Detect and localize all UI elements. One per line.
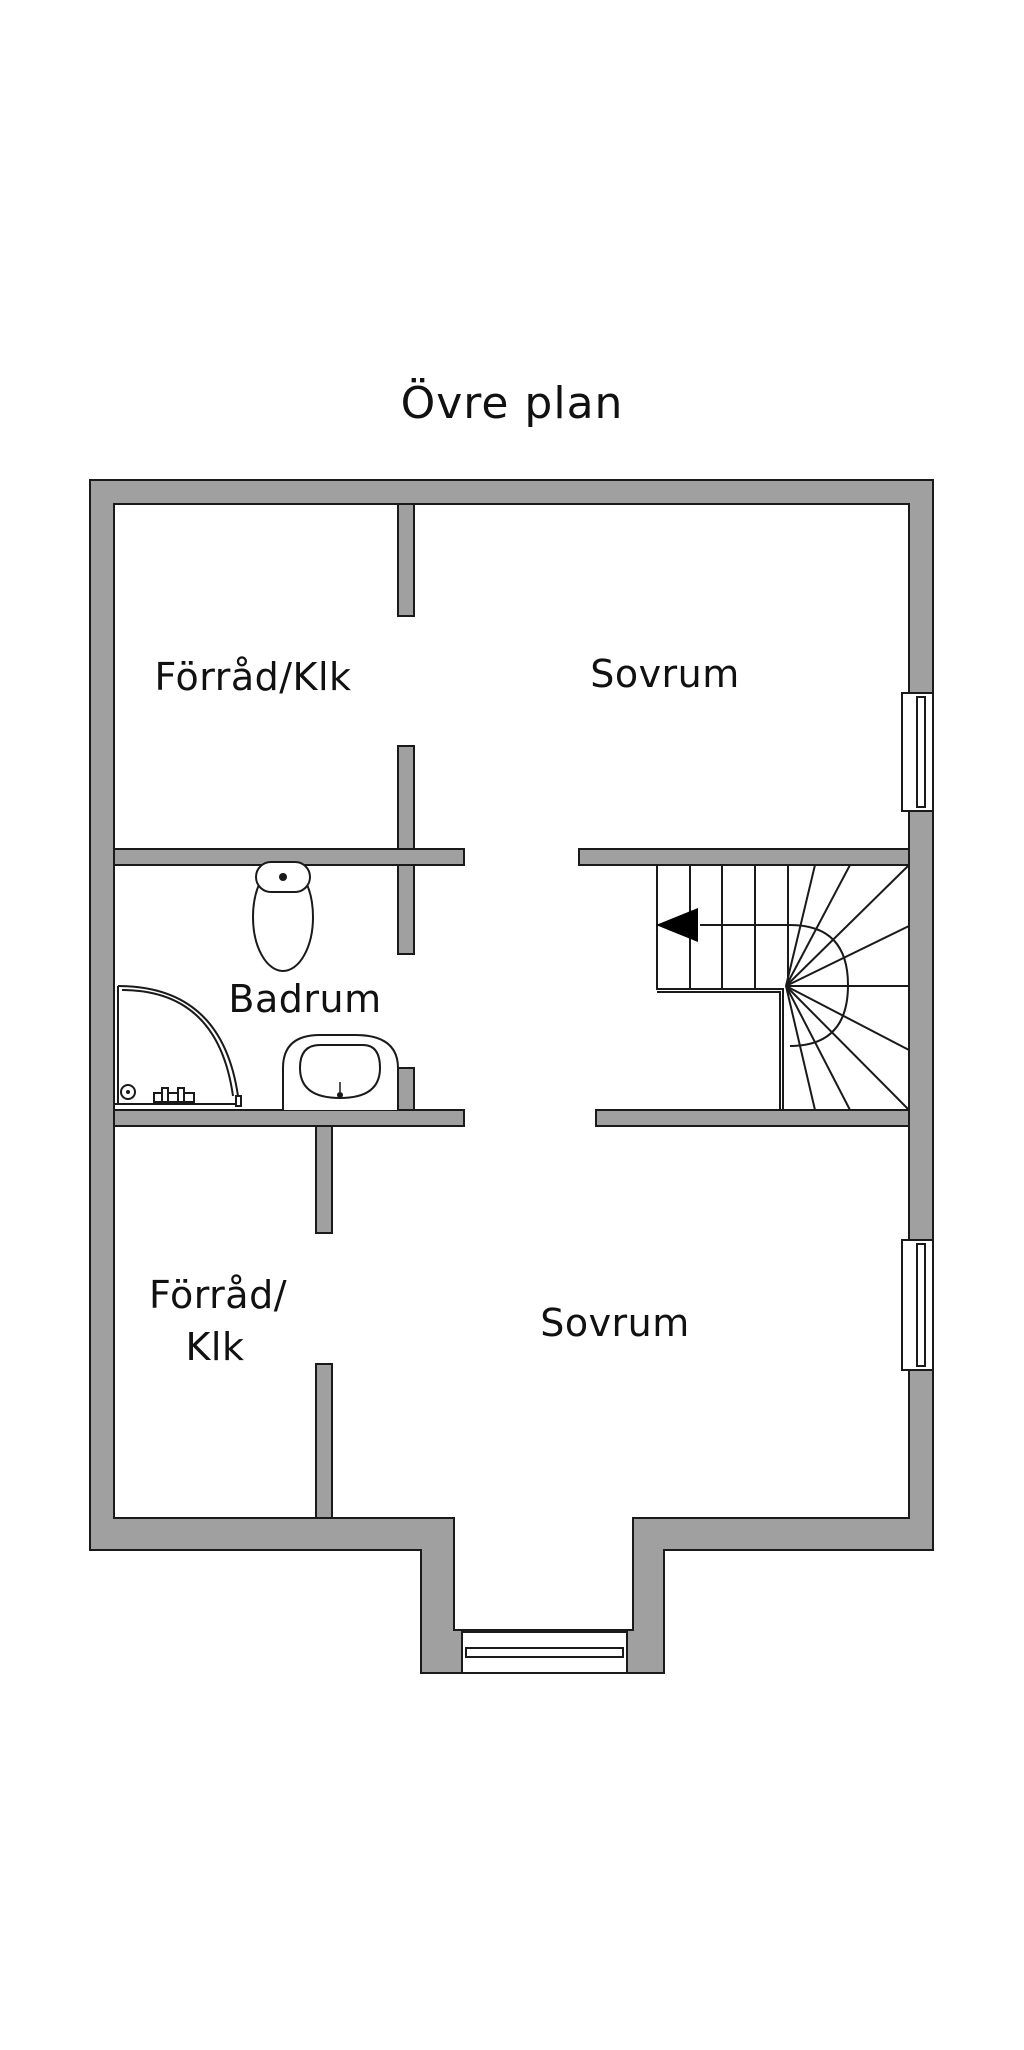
label-storage-top: Förråd/Klk xyxy=(154,655,351,699)
wall-lower-vertical-lower xyxy=(315,1363,333,1519)
label-bedroom-top: Sovrum xyxy=(590,652,740,696)
outer-walls xyxy=(89,479,934,1674)
label-storage-bottom-line2: Klk xyxy=(186,1325,245,1369)
staircase xyxy=(656,864,910,1111)
wall-bath-stub xyxy=(397,1067,415,1113)
stair-arrow-icon xyxy=(656,908,698,942)
toilet xyxy=(252,861,314,972)
wall-lower-vertical-upper xyxy=(315,1125,333,1234)
window-right-lower xyxy=(901,1239,934,1371)
window-bottom xyxy=(461,1631,628,1674)
sink xyxy=(282,1034,399,1110)
wall-horizontal-left-lower xyxy=(113,1109,465,1127)
label-bathroom: Badrum xyxy=(228,977,381,1021)
label-storage-bottom-line1: Förråd/ xyxy=(149,1273,287,1317)
wall-horizontal-right-upper xyxy=(578,848,910,866)
wall-horizontal-right-lower xyxy=(595,1109,910,1127)
label-bedroom-bottom: Sovrum xyxy=(540,1301,690,1345)
shower-cubicle xyxy=(114,985,242,1107)
plan-title: Övre plan xyxy=(401,377,624,429)
wall-top-stub xyxy=(397,503,415,617)
stair-walkline xyxy=(700,924,850,1047)
window-right-upper xyxy=(901,692,934,812)
